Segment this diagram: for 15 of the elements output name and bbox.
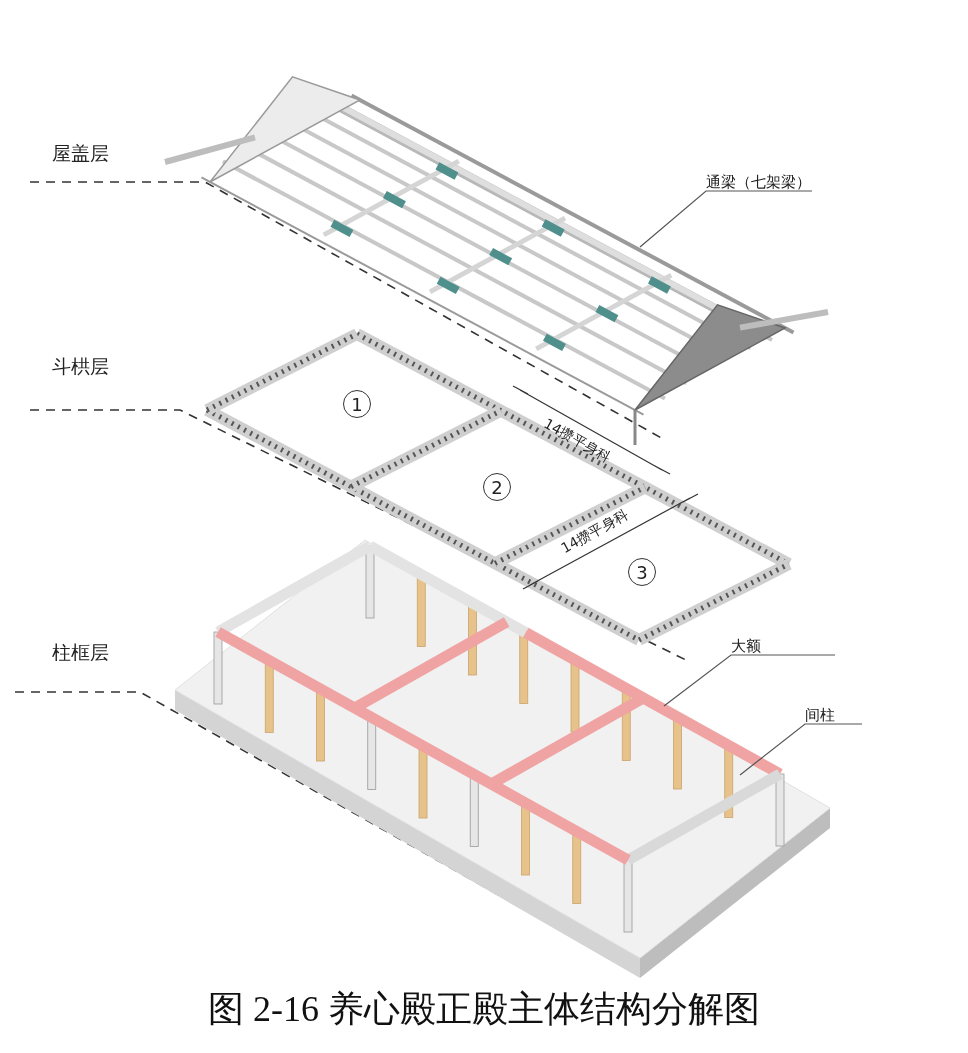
- leader-line: [739, 723, 863, 776]
- part-label: 间柱: [805, 706, 835, 724]
- layer-label: 斗栱层: [52, 354, 109, 379]
- part-label: 大额: [731, 637, 761, 655]
- callout-number: 1: [343, 390, 371, 418]
- dimension-label: 14攒平身科: [558, 506, 632, 558]
- leader-line: [639, 190, 813, 248]
- figure-caption: 图 2-16 养心殿正殿主体结构分解图: [207, 988, 761, 1031]
- callout-number: 2: [483, 473, 511, 501]
- layer-label: 屋盖层: [52, 141, 109, 166]
- dimension-label: 14攒平身科: [540, 415, 614, 467]
- callout-number: 3: [628, 558, 656, 586]
- layer-label: 柱框层: [52, 640, 109, 665]
- leader-line: [663, 654, 836, 707]
- part-label: 通梁（七架梁）: [706, 173, 811, 191]
